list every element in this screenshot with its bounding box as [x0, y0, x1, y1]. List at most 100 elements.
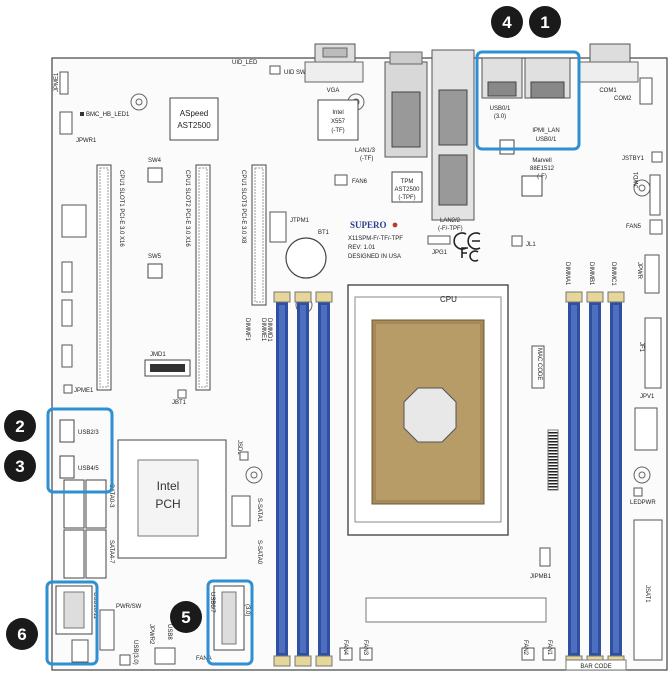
- bmc-led: [80, 112, 84, 116]
- jpwr2-header: [154, 647, 176, 665]
- ipmi-lan-label-2: USB0/1: [536, 137, 557, 143]
- fan2-header: [521, 647, 535, 661]
- tpm-label-2: AST2500: [394, 187, 420, 193]
- usb45-label: USB4/5: [78, 466, 99, 472]
- barcode-sticker: [547, 429, 559, 491]
- marvell-label-1: Marvell: [532, 158, 551, 164]
- fan6-header: [334, 174, 348, 186]
- callout-6: 6: [6, 618, 38, 650]
- marvell-label-3: (-F): [537, 174, 547, 180]
- left-header-1: [61, 204, 87, 238]
- jwd1-header: [649, 174, 661, 216]
- usb8-label: USB8: [166, 624, 172, 640]
- ssata0-label: S-SATA0: [256, 540, 262, 565]
- slot3-label: CPU1 SLOT3 PCI-E 3.0 X8: [240, 170, 246, 244]
- dimmd1-label: DIMMD1: [266, 318, 272, 342]
- jf1-header: [644, 317, 662, 389]
- usb-30-label-1: USB0/1: [490, 106, 511, 112]
- fan5-label: FAN5: [626, 224, 642, 230]
- fan4-label: FAN4: [342, 640, 348, 656]
- x557-label-2: X557: [331, 119, 346, 125]
- callout-4: 4: [491, 6, 523, 38]
- jipmb1-header: [539, 547, 551, 567]
- usb-ipmi-connectors: [481, 57, 571, 99]
- ce-fcc-marks: [453, 232, 481, 262]
- dimma1-label: DIMMA1: [564, 262, 570, 286]
- jsd1-header: [239, 451, 249, 461]
- uid-switch: [269, 65, 281, 75]
- jstby1-label: JSTBY1: [622, 156, 645, 162]
- slot2-label: CPU1 SLOT2 PCI-E 3.0 X16: [184, 170, 190, 247]
- com2-header: [639, 77, 653, 105]
- fana-label: FANA: [196, 656, 212, 662]
- jmd1-label: JMD1: [150, 352, 166, 358]
- callout-2-number: 2: [15, 417, 24, 436]
- brand-logo: SUPERO: [350, 220, 387, 230]
- fan3-label: FAN3: [362, 640, 368, 656]
- pcie-slot-3: [251, 164, 267, 306]
- pcie-slot-2: [195, 164, 211, 391]
- jpme-label: JPME1: [54, 72, 60, 92]
- board-rev: REV: 1.01: [348, 245, 376, 251]
- jpwr-header: [644, 254, 660, 294]
- dimmc1-label: DIMMC1: [610, 262, 616, 286]
- usb-fp-label: USB(3.0): [132, 640, 138, 665]
- jwd1-label: JWD1: [634, 171, 640, 188]
- left-header-4: [61, 344, 73, 368]
- bmc-led-label: BMC_HB_LED1: [86, 112, 130, 118]
- sw4-label: SW4: [148, 158, 162, 164]
- usb-fp-header: [119, 654, 131, 666]
- jpv1-label: JPV1: [640, 394, 655, 400]
- jpme1-b-label: JPME1: [74, 388, 94, 394]
- cpu-label: CPU: [440, 295, 457, 304]
- lan2-connector: [431, 49, 475, 221]
- usb23-label: USB2/3: [78, 430, 99, 436]
- marvell-label-2: 88E1512: [530, 166, 555, 172]
- fan2-label: FAN2: [522, 640, 528, 656]
- jf1-label: JF1: [638, 342, 644, 353]
- usb-30-label-2: (3.0): [494, 114, 506, 120]
- usb1011-header: [71, 639, 89, 663]
- pch-label-2: PCH: [155, 497, 180, 511]
- x557-chip: [317, 99, 359, 141]
- highlight-boxes: [45, 50, 581, 666]
- ipmi-lan-label-1: IPMI_LAN: [532, 128, 559, 134]
- dimm-right-group: [565, 291, 625, 667]
- ssata1-header: [231, 495, 251, 527]
- com2-label: COM2: [614, 96, 632, 102]
- vga-connector: [304, 43, 364, 83]
- marvell-chip: [521, 175, 543, 197]
- lan2-label-2: (-F/-TPF): [438, 226, 463, 232]
- lan1-connector: [384, 51, 428, 158]
- sw4-switch: [147, 167, 163, 183]
- jpg1-jumper: [427, 235, 451, 245]
- dimmf1-label: DIMMF1: [244, 318, 250, 342]
- pch-chip: [137, 459, 199, 537]
- jsat1-label: JSAT1: [644, 585, 650, 603]
- jpme1-b-header: [63, 384, 73, 394]
- callout-4-number: 4: [502, 13, 512, 32]
- callout-6-number: 6: [17, 625, 26, 644]
- fan3-header: [359, 647, 373, 661]
- highlight-usb1011: [45, 580, 99, 666]
- cpu-retention-bar: [365, 597, 547, 623]
- jpwr1-label: JPWR1: [76, 138, 97, 144]
- ssata1-label: S-SATA1: [256, 498, 262, 523]
- usb67-label: USB6/7: [209, 592, 215, 613]
- uid-led-label: UID_LED: [232, 60, 258, 66]
- jtpm1-header: [269, 211, 287, 243]
- ledpwr-led: [633, 487, 643, 497]
- usb67-label-2: (3.0): [244, 604, 250, 616]
- tpm-label-1: TPM: [401, 179, 414, 185]
- lan2-label-1: LAN2/2: [440, 218, 461, 224]
- pch-label-1: Intel: [157, 479, 180, 493]
- cpu-socket: [347, 284, 509, 536]
- fan4-header: [339, 647, 353, 661]
- jmd1-slot: [150, 364, 185, 372]
- sw5-switch: [147, 263, 163, 279]
- callout-5-number: 5: [181, 608, 190, 627]
- small-chip-1: [499, 139, 515, 155]
- usb67-slot: [221, 591, 237, 645]
- jsd1-label: JSD1: [236, 440, 242, 455]
